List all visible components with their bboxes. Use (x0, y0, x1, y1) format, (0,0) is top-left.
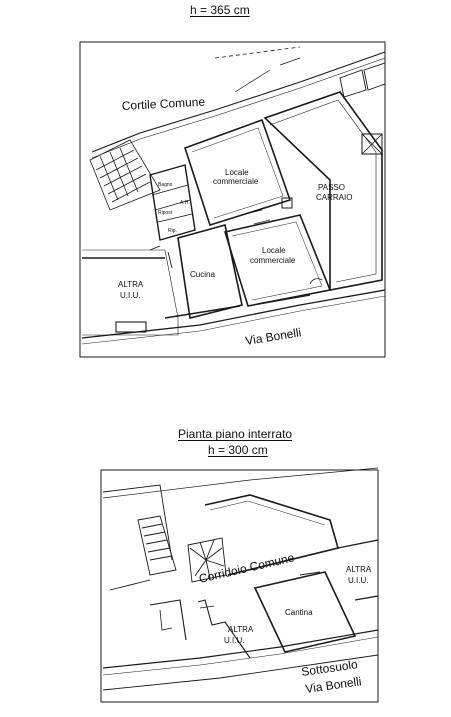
altra-uiu-left (82, 249, 179, 336)
label-cortile-comune: Cortile Comune (121, 95, 205, 113)
label-altra-uiu-right-2: U.I.U. (348, 576, 368, 585)
altra-uiu-left-basement (149, 599, 251, 659)
label-cucina: Cucina (190, 270, 215, 279)
spiral-stair (187, 537, 227, 583)
stair-box (361, 133, 383, 155)
altra-uiu-right (337, 539, 379, 601)
bottom-plan-title: Pianta piano interrato (178, 427, 293, 441)
label-ah: A.H. (180, 200, 190, 206)
bottom-height-label: h = 300 cm (208, 443, 268, 457)
label-altra-uiu-left-2: U.I.U. (224, 636, 244, 645)
cucina-walls (177, 224, 243, 319)
label-cantina: Cantina (285, 608, 313, 617)
stair-hatch (89, 139, 161, 211)
corridoio-walls (204, 494, 339, 576)
basement-stair (137, 515, 177, 576)
label-altra-uiu-top-1: ALTRA (118, 280, 144, 289)
passo-carraio-walls (263, 91, 383, 291)
label-locale-commerciale-upper-2: commerciale (213, 177, 259, 186)
bottom-plan-frame (100, 469, 379, 703)
label-passo-carraio-2: CARRAIO (316, 193, 352, 202)
label-locale-commerciale-upper-1: Locale (225, 168, 249, 177)
basement-upper-wall (102, 467, 379, 499)
label-ripost: Ripost (158, 210, 173, 216)
cantina-walls (253, 571, 357, 653)
label-locale-commerciale-lower-2: commerciale (250, 256, 296, 265)
label-passo-carraio-1: PASSO (318, 183, 345, 192)
top-height-label: h = 365 cm (190, 3, 250, 17)
locale-commerciale-upper-walls (184, 118, 292, 226)
label-altra-uiu-left-1: ALTRA (228, 625, 254, 634)
locale-commerciale-lower-walls (223, 214, 332, 307)
basement-street-line (102, 629, 379, 669)
upper-building-wall (91, 51, 386, 153)
label-locale-commerciale-lower-1: Locale (262, 246, 286, 255)
label-rip: Rip. (168, 228, 177, 234)
label-altra-uiu-top-2: U.I.U. (120, 291, 140, 300)
label-via-bonelli-bottom: Via Bonelli (304, 674, 362, 696)
street-front-line (81, 289, 386, 339)
label-altra-uiu-right-1: ALTRA (346, 565, 372, 574)
top-plan-frame (79, 41, 386, 358)
service-rooms (149, 164, 196, 241)
label-bagno: Bagno (158, 182, 173, 188)
